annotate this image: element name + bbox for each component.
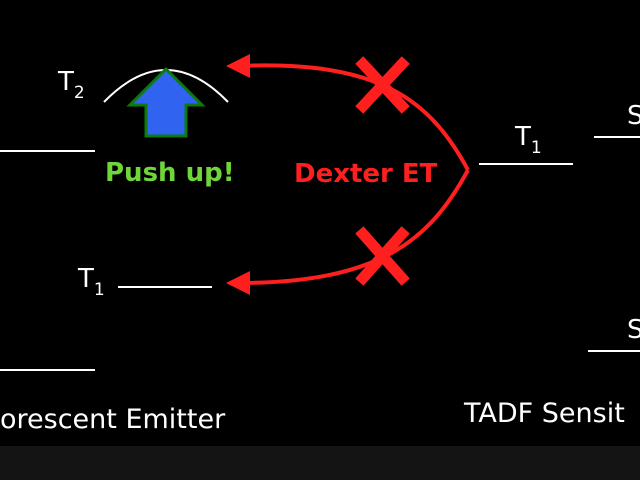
diagram-canvas: T2 T1 Push up! Dexter ET bbox=[0, 54, 640, 435]
sensitizer-s1-label: S bbox=[627, 101, 640, 131]
emitter-t1-label: T1 bbox=[77, 264, 105, 300]
push-up-arrow-icon bbox=[126, 66, 206, 138]
emitter-caption: orescent Emitter bbox=[0, 404, 226, 435]
sensitizer-s0-label: S bbox=[627, 315, 640, 345]
block-x-upper-icon bbox=[355, 56, 410, 114]
dexter-upper-arrowhead-icon bbox=[226, 54, 250, 78]
push-up-label: Push up! bbox=[105, 158, 235, 188]
emitter-t2-label: T2 bbox=[57, 67, 85, 103]
block-x-lower-icon bbox=[355, 226, 410, 286]
sensitizer-caption: TADF Sensit bbox=[463, 398, 625, 429]
dexter-lower-arrowhead-icon bbox=[226, 271, 250, 295]
bottom-bar bbox=[0, 446, 640, 480]
dexter-et-label: Dexter ET bbox=[294, 159, 438, 189]
dexter-upper-curve bbox=[237, 63, 470, 171]
sensitizer-t1-label: T1 bbox=[514, 122, 542, 158]
energy-level-diagram: T2 T1 Push up! Dexter ET bbox=[0, 54, 640, 435]
